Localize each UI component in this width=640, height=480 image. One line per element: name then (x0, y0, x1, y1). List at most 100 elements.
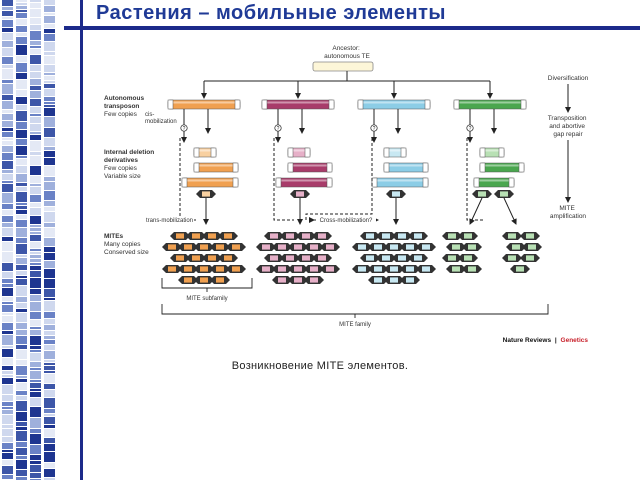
mite-copy (280, 232, 300, 240)
barcode-band (44, 52, 55, 55)
slide-title: Растения – мобильные элементы (96, 2, 446, 24)
barcode-band (2, 302, 13, 304)
barcode-band (16, 187, 27, 191)
barcode-band (30, 320, 41, 326)
barcode-band (30, 114, 41, 116)
barcode-band (2, 385, 13, 394)
mite-copy (352, 265, 372, 273)
mite-copy (416, 265, 436, 273)
mite-copy (178, 276, 198, 284)
mite-copy (510, 265, 530, 273)
barcode-band (2, 466, 13, 474)
mite-cluster (442, 232, 482, 273)
internal-deletion-label: Internal deletion derivatives Few copies… (104, 149, 156, 180)
barcode-band (44, 128, 55, 137)
barcode-band (2, 204, 13, 209)
mite-copy (400, 243, 420, 251)
barcode-band (30, 46, 41, 48)
barcode-band (2, 475, 13, 479)
barcode-band (2, 288, 13, 296)
barcode-band (16, 13, 27, 18)
barcode-band (2, 228, 13, 236)
barcode-band (30, 336, 41, 345)
barcode-band (16, 383, 27, 390)
barcode-band (44, 97, 55, 101)
barcode-band (30, 184, 41, 186)
barcode-band (44, 158, 55, 165)
barcode-band (44, 151, 55, 157)
diversification-tree (201, 71, 493, 99)
barcode-band (16, 448, 27, 455)
barcode-band (2, 153, 13, 160)
question-mark-icon: ? (370, 124, 378, 132)
barcode-band (44, 429, 55, 437)
mite-copy (368, 243, 388, 251)
mite-family-label: MITE family (339, 322, 371, 328)
barcode-band (2, 101, 13, 109)
barcode-band (30, 465, 41, 472)
barcode-band (30, 235, 41, 241)
cross-label-bg (316, 216, 376, 224)
barcode-band (16, 166, 27, 173)
barcode-band (30, 249, 41, 251)
barcode-band (30, 353, 41, 361)
te-family-3: ? (352, 99, 436, 284)
barcode-band (30, 107, 41, 113)
barcode-band (16, 427, 27, 430)
barcode-band (44, 73, 55, 75)
mite-copy (360, 232, 380, 240)
barcode-band (2, 323, 13, 330)
autonomous-transposon (453, 99, 527, 110)
mite-copy (400, 276, 420, 284)
mite-copy (178, 265, 198, 273)
barcode-band (16, 379, 27, 382)
internal-deletion-derivative (383, 147, 407, 158)
barcode-band (44, 191, 55, 200)
barcode-band (2, 193, 13, 203)
autonomous-transposon (261, 99, 335, 110)
diversification-label: Diversification (548, 75, 589, 82)
barcode-band (2, 28, 13, 32)
mite-cluster (502, 232, 542, 273)
barcode-band (44, 444, 55, 451)
mite-element (196, 190, 216, 198)
internal-deletion-derivative (371, 177, 429, 188)
mite-copy (384, 243, 404, 251)
barcode-band (30, 79, 41, 85)
barcode-band (16, 431, 27, 441)
barcode-band (16, 228, 27, 237)
ancestor-label: Ancestor: autonomous TE (324, 45, 370, 60)
barcode-band (2, 80, 13, 83)
mite-copy (288, 265, 308, 273)
mite-copy (210, 276, 230, 284)
barcode-band (2, 279, 13, 283)
barcode-band (44, 81, 55, 83)
barcode-band (30, 228, 41, 231)
barcode-band (44, 223, 55, 227)
svg-text:?: ? (373, 126, 376, 132)
barcode-band (16, 130, 27, 138)
barcode-band (30, 255, 41, 258)
mites-label: MITEs Many copies Conserved size (104, 233, 149, 256)
mite-copy (312, 232, 332, 240)
barcode-band (16, 412, 27, 421)
barcode-band (16, 37, 27, 44)
barcode-band (16, 26, 27, 32)
mite-copy (446, 265, 466, 273)
mite-copy (170, 232, 190, 240)
barcode-band (16, 203, 27, 205)
te-family-4: ? (442, 99, 542, 273)
barcode-band (44, 409, 55, 413)
barcode-band (30, 418, 41, 428)
mite-copy (320, 243, 340, 251)
barcode-band (30, 72, 41, 78)
barcode-band (30, 208, 41, 215)
barcode-band (30, 31, 41, 40)
mite-copy (408, 254, 428, 262)
barcode-band (16, 271, 27, 275)
barcode-band (2, 11, 13, 16)
barcode-band (16, 276, 27, 278)
mite-copy (446, 243, 466, 251)
barcode-band (30, 327, 41, 329)
barcode-band (30, 398, 41, 406)
